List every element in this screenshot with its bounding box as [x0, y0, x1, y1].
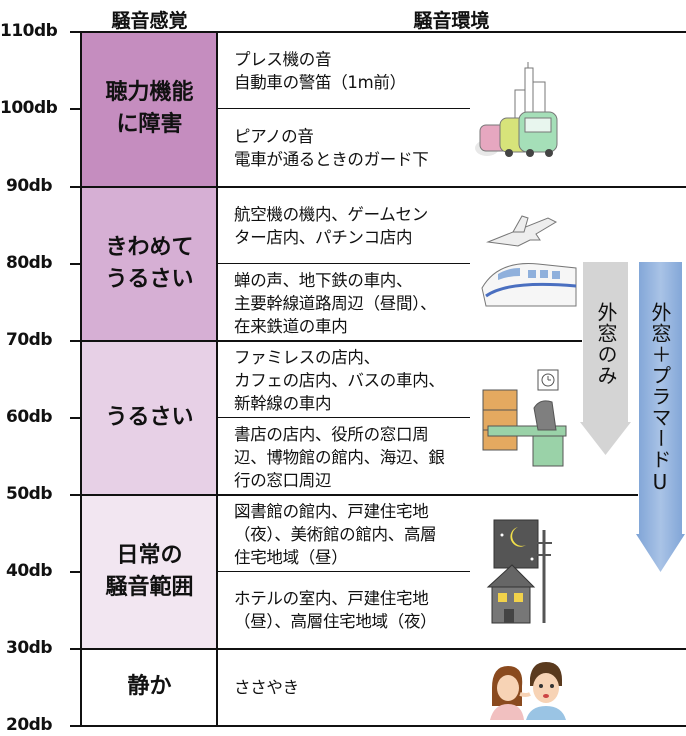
- gridline-60: [217, 417, 470, 418]
- db-label-20: 20db: [6, 715, 53, 735]
- gridline-110: [82, 31, 686, 33]
- whispering-people-icon: [490, 662, 566, 720]
- tick: [70, 186, 82, 188]
- gridline-50: [82, 494, 638, 496]
- env-text-bookstore: 書店の店内、役所の窓口周 辺、博物館の館内、海辺、銀 行の窓口周辺: [234, 425, 445, 490]
- db-label-70: 70db: [6, 330, 53, 350]
- arrow-outer-window-only: [580, 262, 631, 455]
- db-label-30: 30db: [6, 638, 53, 658]
- category-hearing-damage: 聴力機能 に障害: [82, 32, 217, 186]
- db-axis: [80, 31, 82, 727]
- category-label: きわめて うるさい: [105, 234, 194, 292]
- category-label: 聴力機能 に障害: [105, 80, 194, 137]
- env-text-whisper: ささやき: [234, 678, 299, 697]
- db-label-80: 80db: [6, 253, 53, 273]
- db-label-110: 110db: [0, 21, 58, 41]
- arrow-outer-window-plamade: [636, 262, 685, 572]
- db-label-90: 90db: [6, 176, 53, 196]
- env-text-cicada: 蝉の声、地下鉄の車内、 主要幹線道路周辺（昼間）、 在来鉄道の車内: [234, 271, 437, 336]
- category-daily-noise: 日常の 騒音範囲: [82, 495, 217, 648]
- gridline-90: [82, 186, 686, 188]
- env-text-hotel: ホテルの室内、戸建住宅地 （昼）、高層住宅地域（夜）: [234, 589, 437, 631]
- tick: [70, 571, 82, 573]
- gridline-80: [217, 263, 470, 264]
- tick: [70, 263, 82, 265]
- env-text-family-restaurant: ファミレスの店内、 カフェの店内、バスの車内、 新幹線の車内: [234, 348, 445, 413]
- env-text-press-machine: プレス機の音 自動車の警笛（1m前）: [234, 50, 406, 92]
- header-noise-sensation: 騒音感覚: [111, 10, 188, 32]
- db-label-100: 100db: [0, 98, 58, 118]
- office-desk-icon: [482, 369, 567, 467]
- tick: [70, 494, 82, 496]
- category-quiet: 静か: [82, 649, 217, 725]
- arrow-label-outer-window-only: 外窓のみ: [594, 302, 618, 386]
- gridline-20: [82, 725, 686, 727]
- gridline-30: [82, 648, 686, 650]
- gridline-40: [217, 571, 470, 572]
- tick: [70, 108, 82, 110]
- env-text-piano: ピアノの音 電車が通るときのガード下: [234, 127, 429, 169]
- arrow-label-outer-window-plamade: 外窓＋プラマードU: [648, 302, 672, 495]
- tick: [70, 31, 82, 33]
- tick: [70, 725, 82, 727]
- airplane-train-icon: [481, 215, 577, 307]
- env-text-library: 図書館の館内、戸建住宅地 （夜）、美術館の館内、高層 住宅地域（昼）: [234, 502, 437, 567]
- header-noise-environment: 騒音環境: [413, 10, 490, 32]
- env-text-airplane: 航空機の機内、ゲームセン ター店内、パチンコ店内: [234, 205, 428, 247]
- db-label-40: 40db: [6, 561, 53, 581]
- tick: [70, 417, 82, 419]
- category-extremely-loud: きわめて うるさい: [82, 187, 217, 340]
- city-cars-icon: [475, 62, 558, 157]
- tick: [70, 340, 82, 342]
- category-loud: うるさい: [82, 341, 217, 494]
- category-label: 静か: [127, 674, 172, 699]
- category-label: 日常の 騒音範囲: [105, 542, 194, 600]
- category-label: うるさい: [105, 404, 194, 430]
- gridline-70: [82, 340, 582, 342]
- column-divider: [216, 31, 218, 727]
- db-label-60: 60db: [6, 407, 53, 427]
- night-houses-icon: [486, 519, 552, 624]
- gridline-100: [217, 108, 470, 109]
- db-label-50: 50db: [6, 484, 53, 504]
- tick: [70, 648, 82, 650]
